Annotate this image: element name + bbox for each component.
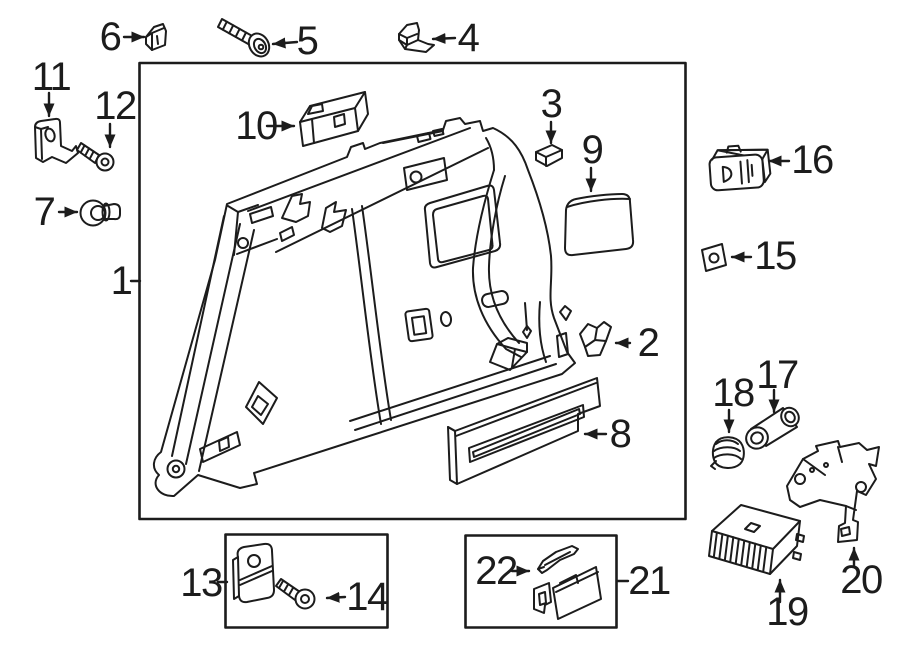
callout-label-11: 11 <box>31 55 72 99</box>
part-2-drawing <box>579 321 612 357</box>
part-9-drawing <box>564 193 635 257</box>
callout-label-16: 16 <box>791 138 834 182</box>
callout-label-20: 20 <box>840 558 883 602</box>
callout-arrows <box>43 31 860 604</box>
callout-label-15: 15 <box>754 234 797 278</box>
part-20-drawing <box>786 440 880 543</box>
callout-label-9: 9 <box>581 128 604 172</box>
callout-label-22: 22 <box>475 549 518 593</box>
callout-label-5: 5 <box>296 19 319 63</box>
part-14-drawing <box>275 578 316 610</box>
callout-label-12: 12 <box>94 84 137 128</box>
callout-label-13: 13 <box>180 561 223 605</box>
part-12-drawing <box>76 142 115 172</box>
part-10-drawing <box>299 91 369 147</box>
callout-label-4: 4 <box>457 16 480 60</box>
part-15-drawing <box>701 243 727 272</box>
part-17-drawing <box>745 406 800 450</box>
part-18-drawing <box>710 436 745 470</box>
part-4-drawing <box>398 22 435 53</box>
part-8-drawing <box>447 377 601 485</box>
part-11-drawing <box>34 117 79 164</box>
callout-label-7: 7 <box>33 190 56 234</box>
part-21-drawing <box>533 566 602 620</box>
callout-label-2: 2 <box>637 321 660 365</box>
callout-label-3: 3 <box>540 82 563 126</box>
part-19-drawing <box>708 504 805 575</box>
part-5-drawing <box>217 18 271 58</box>
callout-label-6: 6 <box>99 15 122 59</box>
callout-label-10: 10 <box>235 104 278 148</box>
callout-label-17: 17 <box>756 353 799 397</box>
part-13-drawing <box>232 542 275 604</box>
callout-label-19: 19 <box>766 590 809 634</box>
part-22-drawing <box>537 545 579 574</box>
part-1-quarter-trim-panel-drawing <box>153 117 576 498</box>
callout-label-21: 21 <box>628 559 671 603</box>
part-3-drawing <box>535 144 563 167</box>
callout-label-18: 18 <box>712 371 755 415</box>
part-7-drawing <box>79 199 121 227</box>
callout-label-14: 14 <box>346 575 389 619</box>
callout-label-8: 8 <box>609 412 632 456</box>
part-6-drawing <box>145 23 167 51</box>
callout-label-1: 1 <box>110 259 133 303</box>
part-16-drawing <box>708 144 772 192</box>
